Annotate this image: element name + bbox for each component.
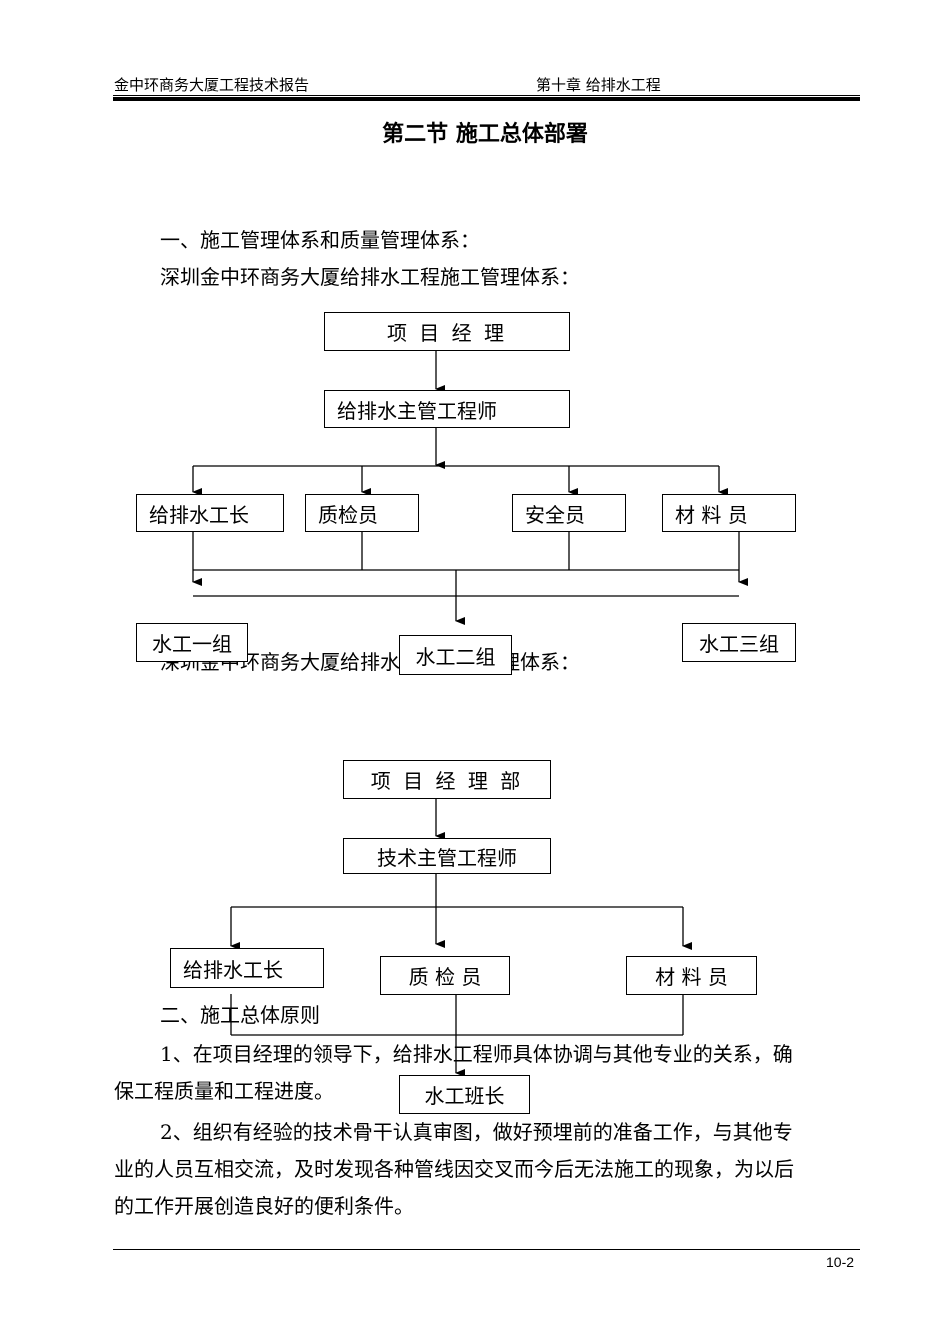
header-rule-thick: [113, 97, 860, 101]
chart2-project-dept-box: 项 目 经 理 部: [343, 760, 551, 799]
header-rule-thin: [113, 95, 860, 96]
chart2-inspector-box: 质 检 员: [380, 956, 510, 995]
chart1-inspector-box: 质检员: [305, 494, 419, 532]
header-left: 金中环商务大厦工程技术报告: [114, 76, 310, 94]
chart2-foreman-box: 给排水工长: [170, 948, 324, 988]
chart1-caption: 深圳金中环商务大厦给排水工程施工管理体系：: [160, 265, 580, 289]
para-2-line-1: 2、组织有经验的技术骨干认真审图，做好预埋前的准备工作，与其他专: [160, 1120, 793, 1144]
chart1-team-2-box: 水工二组: [399, 635, 512, 675]
chart1-safety-officer-box: 安全员: [512, 494, 626, 532]
chart1-team-3-box: 水工三组: [682, 623, 796, 662]
chart2-materials-officer-box: 材 料 员: [626, 956, 757, 995]
chart1-project-manager-box: 项 目 经 理: [324, 312, 570, 351]
chart1-materials-officer-box: 材 料 员: [662, 494, 796, 532]
chart2-team-leader-box: 水工班长: [399, 1075, 530, 1114]
page-number: 10-2: [826, 1254, 855, 1270]
chart1-team-1-box: 水工一组: [136, 623, 248, 662]
header-right: 第十章 给排水工程: [536, 76, 661, 94]
para-2-line-3: 的工作开展创造良好的便利条件。: [114, 1194, 414, 1218]
chart2-tech-engineer-box: 技术主管工程师: [343, 838, 551, 874]
para-2-line-2: 业的人员互相交流，及时发现各种管线因交叉而今后无法施工的现象，为以后: [114, 1157, 794, 1181]
para-1-line-2: 保工程质量和工程进度。: [114, 1079, 334, 1103]
chart1-foreman-box: 给排水工长: [136, 494, 284, 532]
section-title: 第二节 施工总体部署: [382, 122, 588, 147]
chart1-chief-engineer-box: 给排水主管工程师: [324, 390, 570, 428]
para-1-line-1: 1、在项目经理的领导下，给排水工程师具体协调与其他专业的关系，确: [160, 1042, 793, 1066]
heading-general-principles: 二、施工总体原则: [160, 1003, 320, 1027]
heading-management-system: 一、施工管理体系和质量管理体系：: [160, 228, 480, 252]
footer-rule: [113, 1249, 860, 1250]
